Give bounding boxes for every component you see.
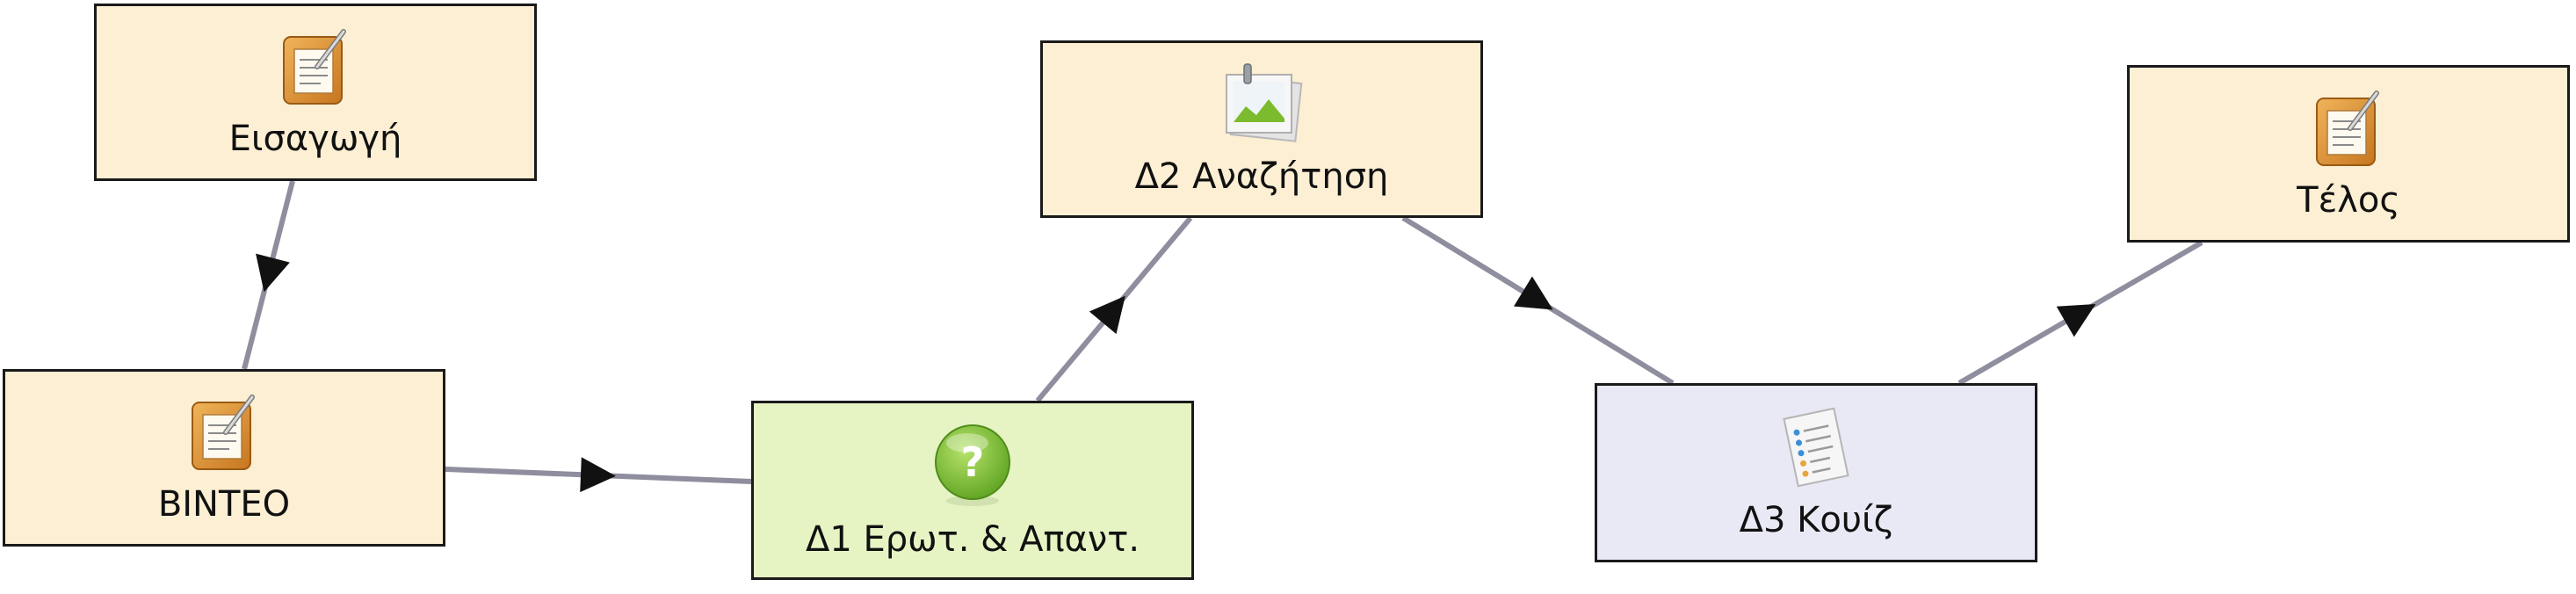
svg-text:?: ? [961,438,985,486]
notebook-icon [2316,91,2379,166]
node-d3-label: Δ3 Κουίζ [1739,500,1893,540]
node-intro[interactable]: Εισαγωγή [94,4,537,181]
arrowhead-video-d1 [580,457,616,493]
node-end-label: Τέλος [2297,180,2400,221]
node-d2[interactable]: Δ2 Αναζήτηση [1040,40,1483,218]
node-d1[interactable]: ? Δ1 Ερωτ. & Απαντ. [751,401,1194,580]
node-d2-label: Δ2 Αναζήτηση [1134,156,1389,197]
image-icon [1226,63,1303,142]
arrowhead-d2-d3 [1513,276,1553,310]
checklist-icon [1783,407,1849,488]
node-end[interactable]: Τέλος [2127,65,2570,243]
node-intro-label: Εισαγωγή [228,119,402,159]
node-video-label: ΒΙΝΤΕΟ [157,484,291,525]
arrowhead-d3-end [2056,303,2096,337]
node-d3[interactable]: Δ3 Κουίζ [1595,383,2037,562]
edges [242,180,2203,493]
node-video[interactable]: ΒΙΝΤΕΟ [3,369,445,547]
question-icon: ? [935,424,1010,506]
notebook-icon [283,29,346,105]
arrowhead-d1-d2 [1089,295,1125,335]
notebook-icon [192,395,255,470]
arrowhead-intro-video [256,253,290,293]
node-d1-label: Δ1 Ερωτ. & Απαντ. [805,519,1140,560]
